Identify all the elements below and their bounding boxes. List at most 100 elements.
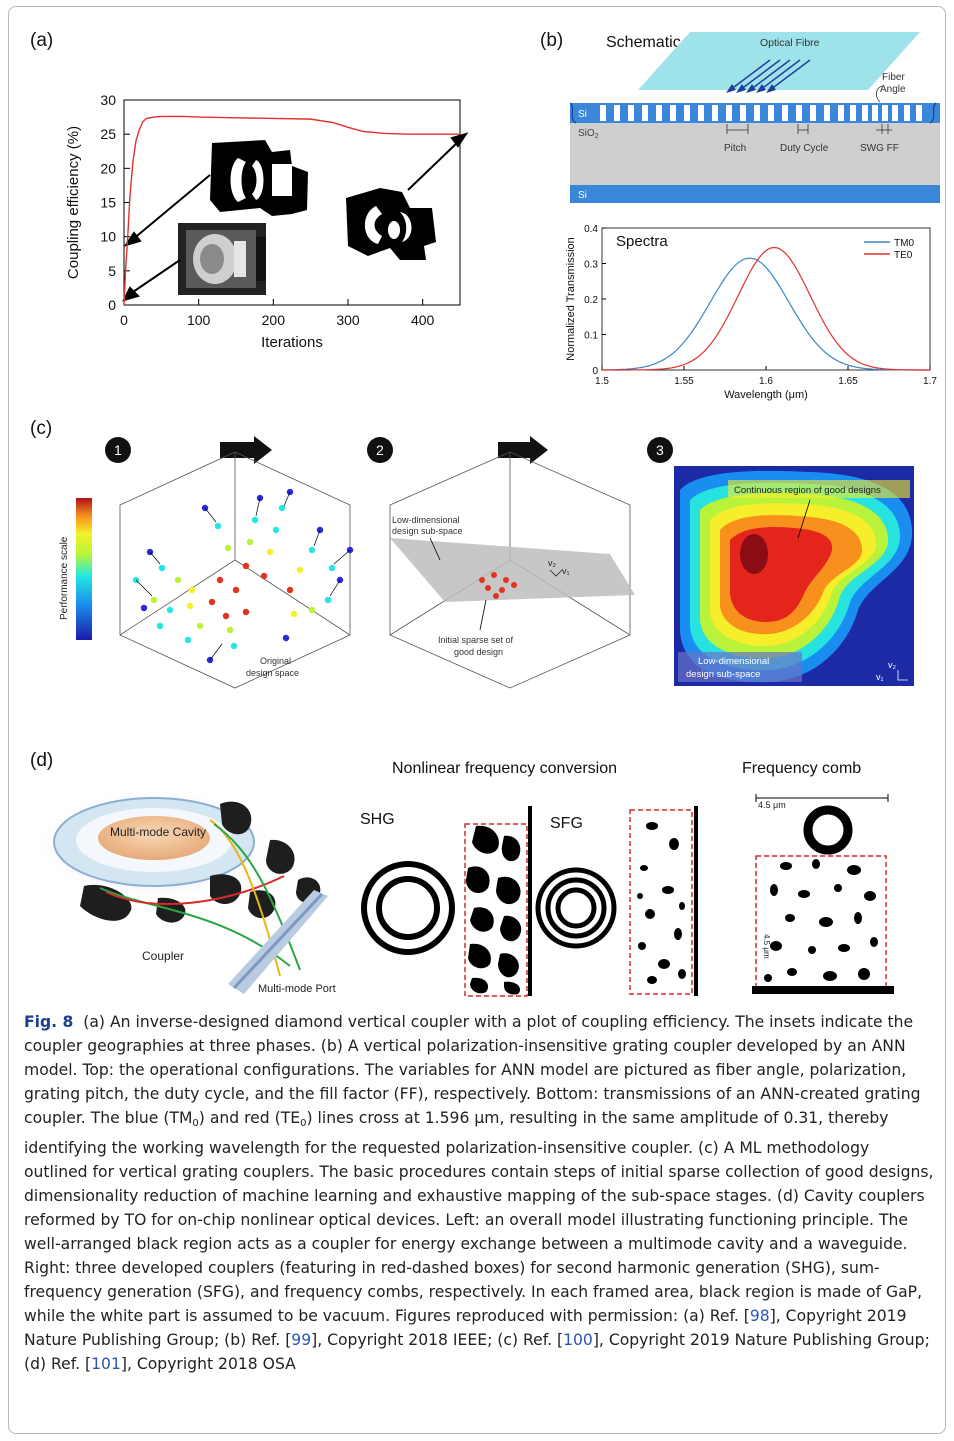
- shg-design-pattern: [466, 825, 522, 995]
- original-space-caption-2: design space: [246, 668, 299, 678]
- figure-frame: [8, 6, 946, 1434]
- x-tick-label-b: 1.55: [674, 376, 694, 387]
- panel-b-label: (b): [540, 30, 564, 51]
- y-tick-label-a: 15: [100, 195, 116, 211]
- design-point: [242, 608, 250, 616]
- spectrum-line-te0: [602, 246, 930, 371]
- v2-label: v₂: [548, 558, 557, 568]
- trajectory-arrow: [135, 579, 153, 597]
- trajectory-arrow: [204, 507, 217, 523]
- x-tick-label-a: 400: [411, 312, 435, 328]
- x-axis-label-b: Wavelength (μm): [724, 389, 808, 401]
- grating-gap: [712, 105, 718, 121]
- panel-c-figure: Performance scale 1 Original design spac…: [59, 436, 914, 689]
- design-point: [208, 598, 216, 606]
- sfg-ring-1: [535, 867, 617, 949]
- design-points: [132, 488, 354, 664]
- design-point: [222, 612, 230, 620]
- panel-b-schematic: Schematic Optical Fibre Fiber Angle Si S…: [570, 32, 940, 203]
- design-point: [246, 538, 254, 546]
- sfg-ring-2: [545, 877, 607, 939]
- design-point: [308, 546, 316, 554]
- grating-gap: [872, 105, 878, 121]
- design-space-cube: [119, 451, 351, 689]
- grating-gap: [882, 105, 888, 121]
- grating-gap: [782, 105, 788, 121]
- design-point: [188, 586, 196, 594]
- x-tick-label-a: 0: [120, 312, 128, 328]
- inset-coupler-final: [346, 188, 436, 260]
- design-point: [216, 576, 224, 584]
- y-tick-label-a: 25: [100, 126, 116, 142]
- shg-label: SHG: [360, 811, 395, 828]
- sub-space-label-1: Low-dimensional: [392, 515, 460, 525]
- si-substrate: [570, 185, 940, 203]
- panel-d-shg-sfg: SHG SFG: [360, 806, 698, 997]
- step-1-number: 1: [114, 442, 122, 458]
- step-2-badge: [367, 437, 393, 463]
- figure-label: Fig. 8: [24, 1013, 74, 1031]
- comb-ring: [803, 805, 853, 855]
- design-point: [282, 634, 290, 642]
- x-tick-label-b: 1.5: [595, 376, 609, 387]
- design-point: [242, 562, 250, 570]
- sfg-label: SFG: [550, 815, 583, 832]
- ref-100-link[interactable]: 100: [563, 1331, 593, 1349]
- scale-side-label: 4.5 μm: [762, 934, 771, 959]
- x-tick-label-a: 100: [187, 312, 211, 328]
- y-tick-label-a: 20: [100, 160, 116, 176]
- grating-gap: [614, 105, 620, 121]
- trajectory-arrow: [333, 549, 351, 565]
- grating-gap: [670, 105, 676, 121]
- grating-gap: [740, 105, 746, 121]
- grating-gap: [796, 105, 802, 121]
- panel-a-series: [123, 115, 460, 306]
- design-point: [232, 586, 240, 594]
- scale-top-label: 4.5 μm: [758, 800, 786, 810]
- design-point: [156, 622, 164, 630]
- sub-space-label-2: design sub-space: [392, 526, 463, 536]
- incident-light-heads: [726, 84, 776, 93]
- design-point: [158, 564, 166, 572]
- efficiency-line: [123, 115, 460, 306]
- y-tick-label-a: 5: [108, 263, 116, 279]
- grating-gap: [904, 105, 910, 121]
- ref-98-link[interactable]: 98: [749, 1307, 770, 1325]
- inset-arrows: [122, 132, 469, 302]
- design-point: [166, 606, 174, 614]
- pitch-label: Pitch: [724, 143, 746, 154]
- shg-ring-outer: [361, 861, 455, 955]
- si-label: Si: [578, 109, 587, 120]
- ref-99-link[interactable]: 99: [291, 1331, 312, 1349]
- sfg-design-box: [629, 809, 693, 995]
- design-point: [286, 586, 294, 594]
- grating-gap: [768, 105, 774, 121]
- performance-scale-label: Performance scale: [59, 536, 70, 620]
- grating-teeth: [600, 105, 922, 121]
- design-point: [214, 522, 222, 530]
- panel-d-frequency-comb: 4.5 μm 4.5 μm: [752, 794, 894, 994]
- grating-gap: [862, 105, 868, 121]
- grating-gap: [698, 105, 704, 121]
- sfg-waveguide: [694, 806, 698, 996]
- y-axis-label-a: Coupling efficiency (%): [65, 126, 82, 279]
- grating-gap: [656, 105, 662, 121]
- spectrum-line-tm0: [602, 257, 930, 371]
- y-axis-label-b: Normalized Transmission: [565, 237, 577, 360]
- y-tick-label-b: 0.2: [584, 295, 598, 306]
- design-point: [140, 604, 148, 612]
- ref-101-link[interactable]: 101: [91, 1355, 121, 1373]
- x-tick-label-a: 200: [262, 312, 286, 328]
- design-point: [278, 504, 286, 512]
- figure-caption: Fig. 8 (a) An inverse-designed diamond v…: [24, 1013, 934, 1373]
- incident-light-arrows: [729, 59, 811, 91]
- y-tick-label-a: 10: [100, 229, 116, 245]
- grating-gap: [600, 105, 606, 121]
- spectra-title: Spectra: [616, 233, 668, 250]
- panel-d-cavity-model: Multi-mode Cavity Coupler Multi-mode Por…: [36, 788, 336, 995]
- shg-ring-inner: [376, 876, 440, 940]
- sparse-design-points: [479, 572, 517, 599]
- heatmap-sub-space: [674, 466, 914, 686]
- trajectory-arrow: [329, 579, 341, 597]
